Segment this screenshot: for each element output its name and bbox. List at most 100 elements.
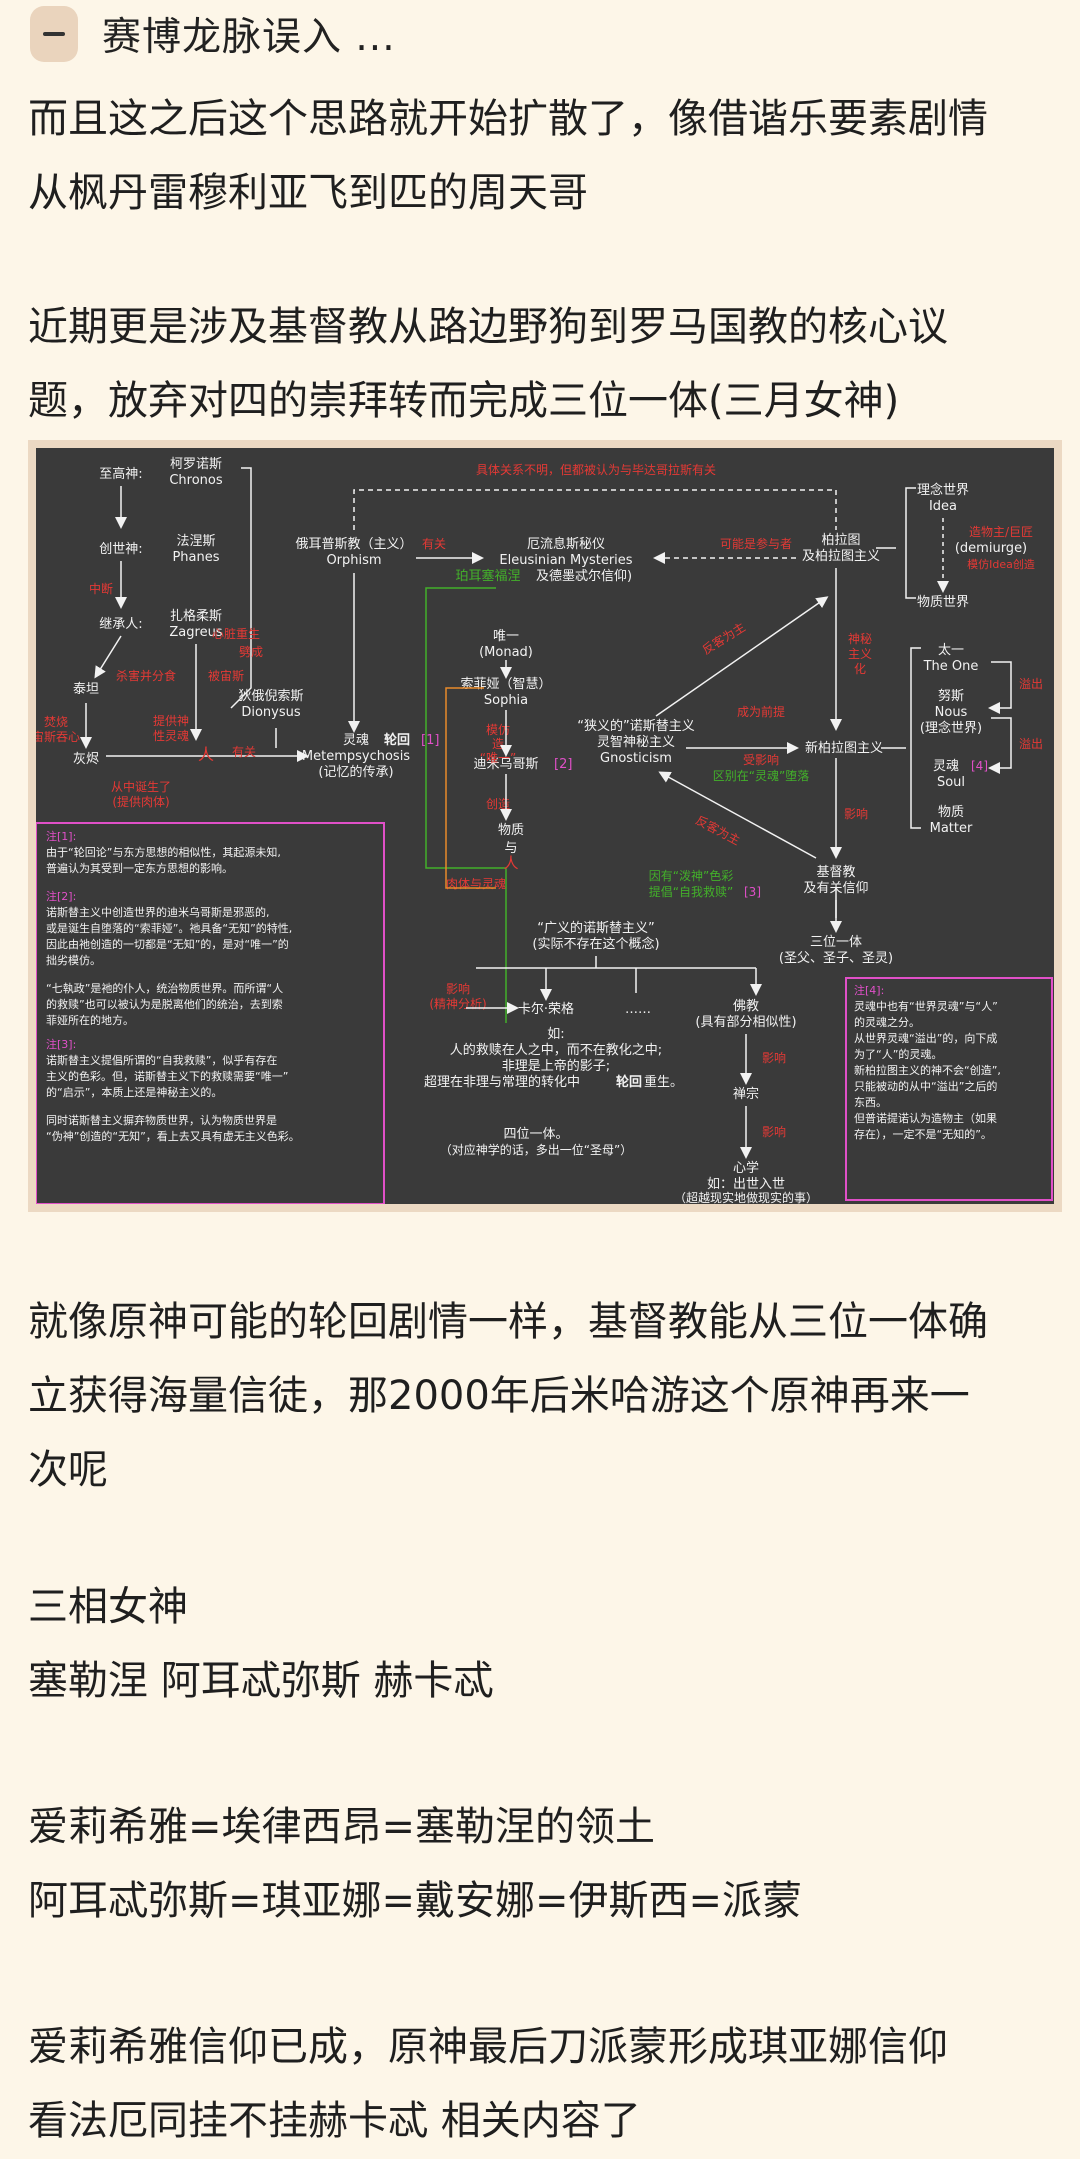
node-monad-cn: 唯一: [493, 629, 519, 644]
paragraph-6: 爱莉希雅信仰已成，原神最后刀派蒙形成琪亚娜信仰 看法厄同挂不挂赫卡忒 相关内容了: [28, 2010, 1058, 2158]
note2-line4: 拙劣模仿。: [46, 953, 101, 967]
node-and: 与: [504, 841, 517, 856]
node-demiurge: 迪米乌哥斯: [473, 756, 538, 772]
node-four-note: （对应神学的话，多出一位“圣母”）: [440, 1142, 632, 1157]
label-supreme: 至高神:: [99, 466, 142, 482]
node-one: The One: [923, 659, 979, 674]
note3-title: 注[3]:: [46, 1037, 76, 1051]
note2-title: 注[2]:: [46, 889, 76, 903]
red-heart: 宙斯吞心: [36, 729, 80, 744]
red-monad: “唯一”: [480, 751, 516, 765]
node-chronos: Chronos: [169, 473, 223, 488]
node-example: 如:: [547, 1026, 564, 1042]
node-demiurge-r: (demiurge): [955, 541, 1027, 556]
node-orphism-cn: 俄耳普斯教（主义）: [295, 536, 412, 552]
node-example-3: 超理在非理与常理的转化中: [424, 1074, 580, 1090]
node-eleusis-cn: 厄流息斯秘仪: [527, 536, 605, 552]
node-idea: Idea: [929, 499, 957, 514]
node-zagreus: Zagreus: [169, 625, 222, 640]
red-reborn: 心脏重生: [212, 626, 260, 641]
node-soul-r-cn: 灵魂: [933, 758, 959, 774]
node-nous: Nous: [935, 705, 968, 720]
note2-line6: 的救赎”也可以被认为是脱离他们的统治，去到索: [46, 997, 283, 1011]
note3-line5: “伪神”创造的“无知”，看上去又具有虚无主义色彩。: [46, 1129, 300, 1143]
node-matter-r-cn: 物质: [938, 805, 964, 820]
node-soul-r: Soul: [937, 775, 965, 790]
red-bud-influence: 影响: [762, 1050, 786, 1065]
node-matter-r: Matter: [930, 821, 973, 836]
node-monad: (Monad): [479, 645, 533, 660]
collapse-button[interactable]: [30, 6, 78, 62]
red-create-1: 创造: [486, 797, 510, 811]
node-eleusis: Eleusinian Mysteries: [499, 553, 632, 568]
red-mystic-3: 化: [854, 662, 866, 676]
node-example-2: 非理是上帝的影子;: [502, 1058, 610, 1074]
note3-line3: 的“启示”，本质上还是神秘主义的。: [46, 1085, 222, 1099]
text-line: 次呢: [28, 1447, 108, 1493]
text-line: 从枫丹雷穆利亚飞到匹的周天哥: [28, 170, 588, 216]
node-neoplatonism: 新柏拉图主义: [805, 740, 883, 756]
node-phanes: Phanes: [172, 550, 219, 565]
note4-line4: 为了“人”的灵魂。: [854, 1047, 942, 1061]
text-line: 题，放弃对四的崇拜转而完成三位一体(三月女神): [28, 378, 900, 424]
node-eleusis-rest: 及德墨忒尔信仰): [536, 569, 632, 584]
node-example-1: 人的救赎在人之中，而不在教化之中;: [450, 1042, 662, 1058]
node-material-world: 物质世界: [917, 595, 969, 610]
node-buddhism: 佛教: [733, 998, 759, 1014]
label-ash: 灰烬: [73, 751, 99, 767]
green-soul-fall: 区别在“灵魂”堕落: [713, 768, 809, 783]
label-titan: 泰坦: [73, 682, 99, 697]
note4-line1: 灵魂中也有“世界灵魂”与“人”: [854, 999, 998, 1013]
note4-line6: 只能被动的从中“溢出”之后的: [854, 1079, 997, 1093]
post-title: 赛博龙脉误入 ...: [102, 15, 396, 60]
red-born: 从中诞生了: [111, 779, 171, 794]
note4-line5: 新柏拉图主义的神不会“创造”,: [854, 1063, 1001, 1077]
red-influence-1: 影响: [844, 806, 868, 821]
note1-line2: 普遍认为其受到一定东方思想的影响。: [46, 861, 233, 875]
text-line: 而且这之后这个思路就开始扩散了，像借谐乐要素剧情: [28, 96, 988, 142]
node-dionysus-cn: 狄俄倪索斯: [238, 689, 303, 704]
note2-line7: 菲娅所在的地方。: [46, 1013, 134, 1027]
node-sophia-cn: 索菲娅（智慧）: [460, 676, 551, 692]
red-person: 人: [198, 745, 214, 764]
text-line: 就像原神可能的轮回剧情一样，基督教能从三位一体确: [28, 1299, 988, 1345]
node-broad: “广义的诺斯替主义”: [537, 920, 654, 936]
red-make: 造: [492, 737, 504, 751]
red-reverse-1: 反客为主: [699, 619, 748, 657]
node-broad-note: (实际不存在这个概念): [532, 936, 659, 952]
red-premise: 成为前提: [737, 704, 785, 719]
red-gnostic-person: 人: [503, 854, 518, 872]
node-example-lunhui: 轮回: [616, 1074, 642, 1090]
node-jung: 卡尔·荣格: [518, 1001, 574, 1017]
text-line: 爱莉希雅信仰已成，原神最后刀派蒙形成琪亚娜信仰: [28, 2024, 948, 2070]
minus-icon: [43, 32, 65, 36]
node-phanes-cn: 法涅斯: [176, 534, 215, 549]
node-idea-cn: 理念世界: [917, 482, 969, 498]
node-zen: 禅宗: [733, 1086, 759, 1102]
node-christ: 基督教: [816, 864, 855, 880]
red-devour: 杀害并分食: [116, 668, 176, 683]
node-trinity-detail: (圣父、圣子、圣灵): [779, 951, 893, 966]
concept-diagram-image[interactable]: 至高神: 创世神: 继承人: 泰坦 灰烬 柯罗诺斯 Chronos 法涅斯 Ph…: [28, 440, 1062, 1212]
paragraph-1: 而且这之后这个思路就开始扩散了，像借谐乐要素剧情 从枫丹雷穆利亚飞到匹的周天哥: [28, 82, 1058, 230]
red-soul: 性灵魂: [153, 728, 189, 743]
text-line: 看法厄同挂不挂赫卡忒 相关内容了: [28, 2098, 641, 2144]
node-gnostic-mystic: 灵智神秘主义: [597, 735, 675, 750]
text-line: 近期更是涉及基督教从路边野狗到罗马国教的核心议: [28, 304, 948, 350]
text-line: 塞勒涅 阿耳忒弥斯 赫卡忒: [28, 1658, 494, 1704]
node-four: 四位一体。: [503, 1127, 568, 1142]
red-overflow-2: 溢出: [1019, 737, 1043, 751]
note4-title: 注[4]:: [854, 983, 884, 997]
red-zeus: 被宙斯: [208, 668, 244, 683]
red-mystic-1: 神秘: [848, 632, 872, 646]
red-divine: 提供神: [153, 713, 189, 728]
node-soul-cn: 灵魂: [343, 732, 369, 748]
red-related: 有关: [232, 745, 256, 759]
red-burn: 焚烧: [44, 715, 68, 729]
paragraph-4: 三相女神 塞勒涅 阿耳忒弥斯 赫卡忒: [28, 1570, 1058, 1718]
node-gnosticism: Gnosticism: [600, 751, 672, 766]
note3-line1: 诺斯替主义提倡所谓的“自我救赎”，似乎有存在: [46, 1053, 277, 1067]
note-ref-1: [1]: [421, 733, 439, 748]
green-pan: 因有“泼神”色彩: [649, 869, 733, 883]
node-one-cn: 太一: [938, 643, 964, 658]
